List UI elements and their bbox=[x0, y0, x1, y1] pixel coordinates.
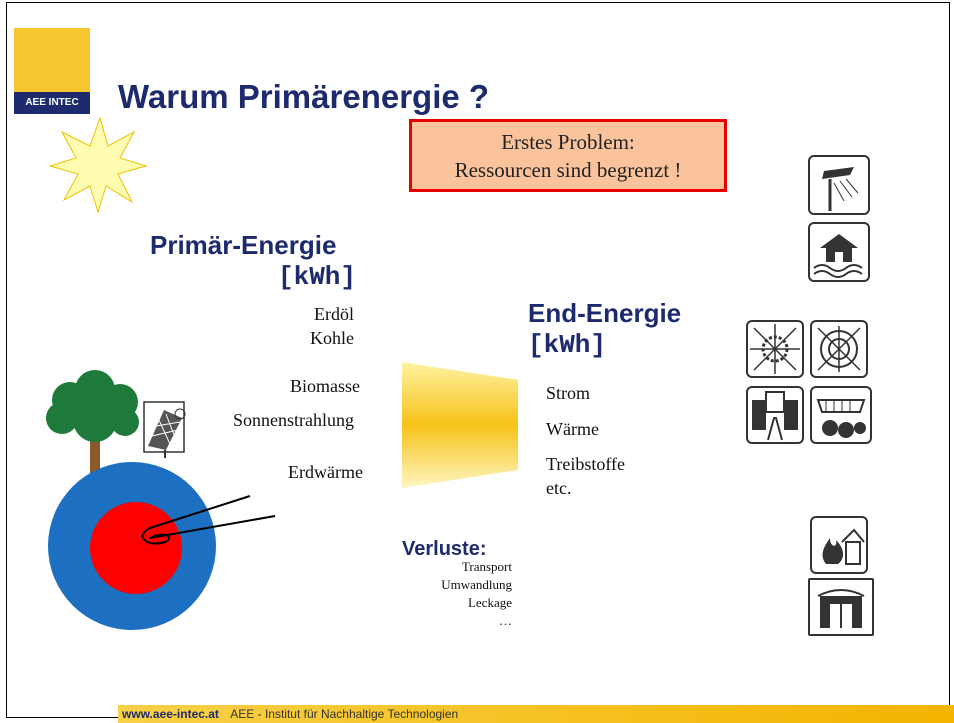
final-item-etc: etc. bbox=[546, 478, 572, 498]
final-heading-2: [kWh] bbox=[528, 330, 607, 360]
primary-item-biomass: Biomasse bbox=[290, 376, 360, 396]
primary-item-oil: Erdöl bbox=[314, 304, 354, 324]
market-stall-icon bbox=[810, 386, 872, 444]
footer-text: AEE - Institut für Nachhaltige Technolog… bbox=[230, 707, 459, 721]
loss-item-conversion: Umwandlung bbox=[441, 577, 512, 592]
drill-lines bbox=[141, 495, 276, 545]
logo-color-bar bbox=[14, 28, 90, 92]
solar-panel-icon bbox=[143, 401, 186, 458]
problem-line-2: Ressourcen sind begrenzt ! bbox=[454, 158, 682, 182]
slide-title: Warum Primärenergie ? bbox=[118, 78, 490, 115]
building-gate-icon bbox=[808, 578, 874, 636]
footer-url[interactable]: www.aee-intec.at bbox=[122, 707, 219, 721]
primary-item-solar: Sonnenstrahlung bbox=[233, 410, 354, 430]
city-map-icon bbox=[746, 320, 804, 378]
primary-heading-1: Primär-Energie bbox=[150, 230, 337, 260]
fire-house-icon bbox=[810, 516, 868, 574]
loss-item-leakage: Leckage bbox=[467, 595, 512, 610]
primary-item-coal: Kohle bbox=[310, 328, 354, 348]
loss-item-transport: Transport bbox=[461, 559, 512, 574]
final-item-fuels: Treibstoffe bbox=[546, 454, 626, 474]
final-item-heat: Wärme bbox=[546, 419, 599, 439]
earth-illustration bbox=[46, 370, 276, 630]
primary-item-geothermal: Erdwärme bbox=[288, 462, 363, 482]
primary-heading-2: [kWh] bbox=[278, 262, 357, 292]
town-street-icon bbox=[746, 386, 804, 444]
tree-crown-icon bbox=[46, 370, 139, 442]
tree-trunk bbox=[90, 430, 100, 480]
flooded-house-icon bbox=[808, 222, 870, 282]
final-heading-1: End-Energie bbox=[528, 298, 682, 328]
final-item-electricity: Strom bbox=[546, 383, 591, 403]
loss-item-ellipsis: … bbox=[499, 613, 512, 628]
footer-bar: www.aee-intec.at AEE - Institut für Nach… bbox=[118, 705, 954, 723]
earth-core bbox=[90, 502, 182, 594]
streetlight-icon bbox=[808, 155, 870, 215]
problem-line-1: Erstes Problem: bbox=[501, 130, 635, 154]
sun-icon bbox=[48, 116, 148, 214]
problem-box: Erstes Problem: Ressourcen sind begrenzt… bbox=[409, 119, 727, 192]
conversion-funnel bbox=[402, 362, 518, 488]
losses-heading: Verluste: bbox=[402, 538, 487, 560]
logo: AEE INTEC bbox=[14, 92, 90, 114]
network-icon bbox=[810, 320, 868, 378]
